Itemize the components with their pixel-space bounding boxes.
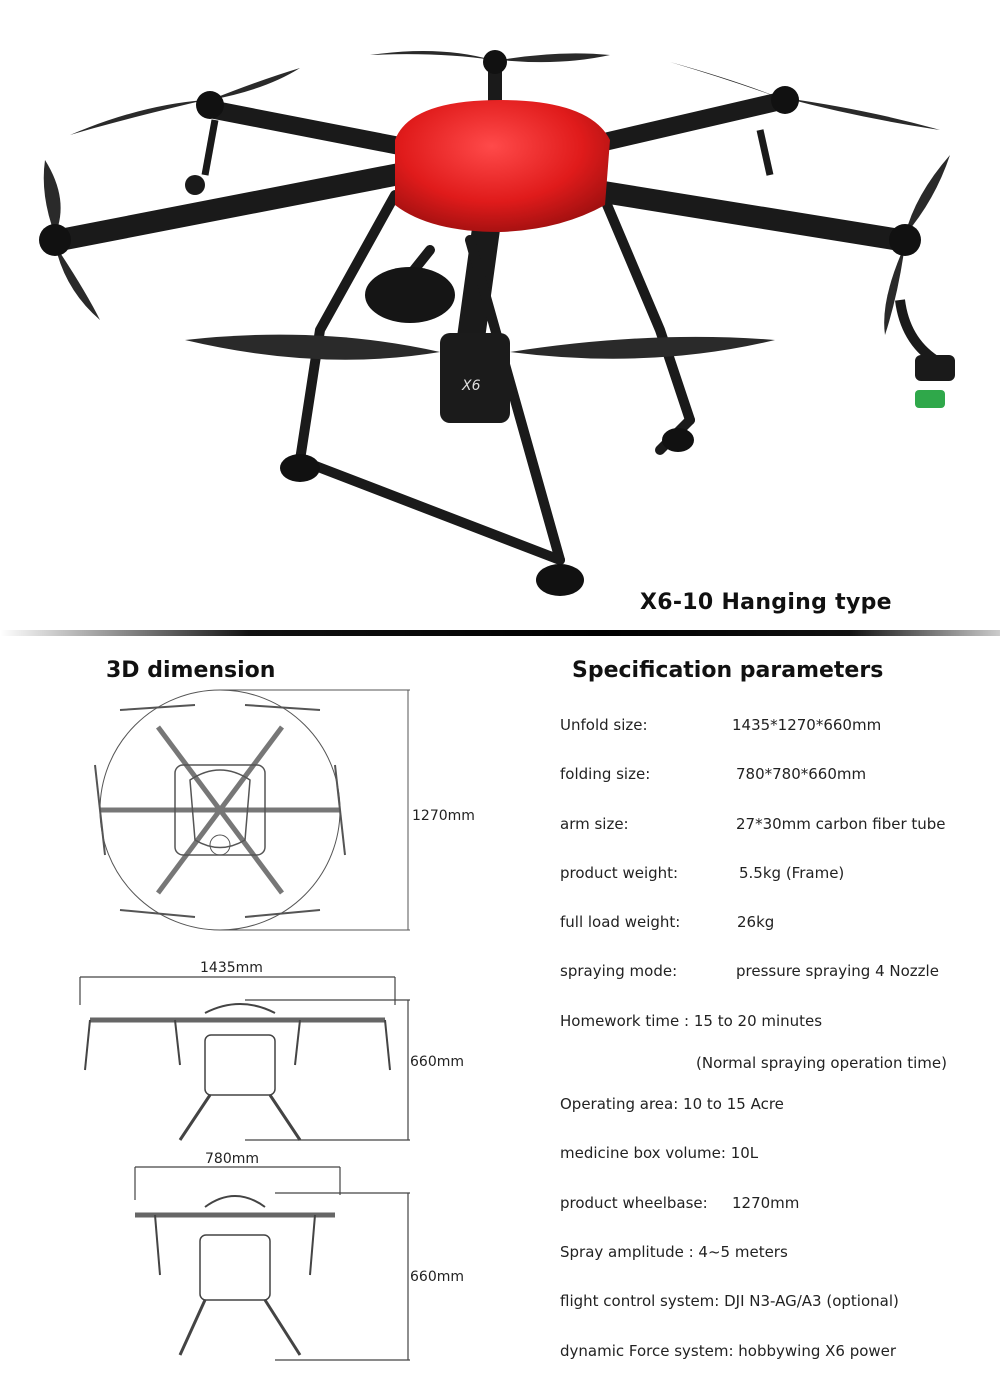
spec-section-title: Specification parameters bbox=[572, 658, 884, 683]
spec-label: dynamic Force system: hobbywing X6 power bbox=[560, 1342, 897, 1360]
spec-label: Spray amplitude : 4~5 meters bbox=[560, 1243, 788, 1261]
product-caption: X6-10 Hanging type bbox=[640, 590, 892, 615]
landing-gear bbox=[295, 190, 695, 565]
top-view-height-label: 1270mm bbox=[412, 808, 475, 824]
drone-product-illustration: X6 bbox=[39, 50, 955, 596]
folded-side-view-diagram bbox=[134, 1166, 410, 1361]
spec-label: full load weight: bbox=[560, 913, 681, 931]
spec-row-full-load-weight: full load weight: 26kg bbox=[560, 913, 774, 931]
spec-label: Unfold size: bbox=[560, 716, 648, 734]
battery-pack bbox=[365, 267, 455, 323]
spec-value: 27*30mm carbon fiber tube bbox=[736, 815, 946, 833]
dimension-section-title: 3D dimension bbox=[106, 658, 276, 683]
spec-value: pressure spraying 4 Nozzle bbox=[736, 962, 939, 980]
spec-label: folding size: bbox=[560, 765, 651, 783]
spec-label: medicine box volume: 10L bbox=[560, 1144, 759, 1162]
folded-height-label: 660mm bbox=[410, 1269, 464, 1285]
spec-label: flight control system: DJI N3-AG/A3 (opt… bbox=[560, 1292, 899, 1310]
spec-row-dynamic-force-system: dynamic Force system: hobbywing X6 power bbox=[560, 1342, 896, 1360]
spec-label: product weight: bbox=[560, 864, 679, 882]
spec-row-arm-size: arm size: 27*30mm carbon fiber tube bbox=[560, 815, 946, 833]
spec-row-product-weight: product weight: 5.5kg (Frame) bbox=[560, 864, 844, 882]
spec-value: 26kg bbox=[737, 913, 775, 931]
spec-label: product wheelbase: bbox=[560, 1194, 708, 1212]
spec-label: arm size: bbox=[560, 815, 629, 833]
spec-row-unfold-size: Unfold size: 1435*1270*660mm bbox=[560, 716, 881, 734]
unfolded-width-label: 1435mm bbox=[200, 960, 263, 976]
spec-value: 1270mm bbox=[732, 1194, 800, 1212]
spec-value: 780*780*660mm bbox=[736, 765, 867, 783]
spec-row-homework-time-note: (Normal spraying operation time) bbox=[696, 1054, 947, 1072]
spec-label: Operating area: 10 to 15 Acre bbox=[560, 1095, 784, 1113]
front-motor bbox=[440, 333, 510, 423]
top-view-diagram bbox=[94, 689, 410, 931]
folded-width-label: 780mm bbox=[205, 1151, 259, 1167]
spec-row-flight-control-system: flight control system: DJI N3-AG/A3 (opt… bbox=[560, 1292, 899, 1310]
spec-row-spray-amplitude: Spray amplitude : 4~5 meters bbox=[560, 1243, 788, 1261]
arm-motors bbox=[39, 50, 921, 256]
spec-note: (Normal spraying operation time) bbox=[696, 1054, 947, 1072]
spec-label: spraying mode: bbox=[560, 962, 678, 980]
section-divider bbox=[0, 630, 1000, 636]
spec-row-medicine-box-volume: medicine box volume: 10L bbox=[560, 1144, 758, 1162]
spec-row-operating-area: Operating area: 10 to 15 Acre bbox=[560, 1095, 784, 1113]
motor-badge: X6 bbox=[461, 378, 481, 394]
spec-row-spraying-mode: spraying mode: pressure spraying 4 Nozzl… bbox=[560, 962, 939, 980]
spec-row-folding-size: folding size: 780*780*660mm bbox=[560, 765, 866, 783]
landing-feet bbox=[280, 428, 694, 596]
propellers bbox=[43, 51, 950, 360]
spec-row-homework-time: Homework time : 15 to 20 minutes bbox=[560, 1012, 822, 1030]
spec-row-product-wheelbase: product wheelbase: 1270mm bbox=[560, 1194, 799, 1212]
unfolded-side-view-diagram bbox=[79, 976, 410, 1141]
red-canopy bbox=[395, 100, 610, 232]
spray-nozzles bbox=[185, 119, 955, 408]
spec-label: Homework time : 15 to 20 minutes bbox=[560, 1012, 823, 1030]
unfolded-height-label: 660mm bbox=[410, 1054, 464, 1070]
spec-value: 5.5kg (Frame) bbox=[739, 864, 845, 882]
spec-value: 1435*1270*660mm bbox=[732, 716, 882, 734]
